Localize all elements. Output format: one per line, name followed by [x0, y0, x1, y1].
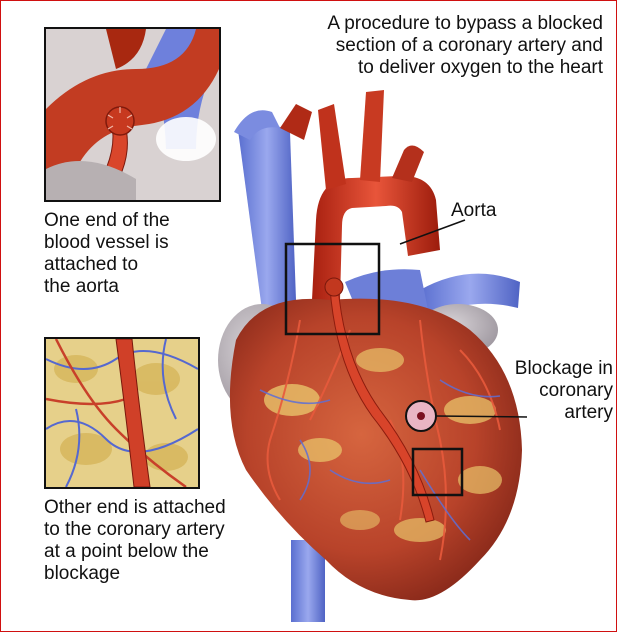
- heart-body: [230, 299, 522, 601]
- aorta-label: Aorta: [451, 200, 496, 222]
- aorta-attachment-caption: One end of the blood vessel is attached …: [44, 210, 170, 298]
- fat-patch: [444, 396, 496, 424]
- fat-patch: [340, 510, 380, 530]
- fat-patch: [458, 466, 502, 494]
- aorta-branch-2: [360, 90, 384, 182]
- superior-vena-cava: [238, 118, 296, 310]
- diagram-title: A procedure to bypass a blocked section …: [327, 13, 603, 79]
- fat-patch: [264, 384, 320, 416]
- fat-patch: [298, 438, 342, 462]
- artery-attachment-caption: Other end is attached to the coronary ar…: [44, 497, 226, 585]
- aorta-branch-1: [318, 104, 346, 190]
- fat-patch: [356, 348, 404, 372]
- fat-patch: [394, 518, 446, 542]
- blockage-label: Blockage in coronary artery: [497, 358, 613, 424]
- artery-attachment-inset: [44, 337, 200, 489]
- aorta-attachment-inset: [44, 27, 221, 202]
- graft-attachment: [325, 278, 343, 296]
- aorta-branch-3: [392, 145, 424, 182]
